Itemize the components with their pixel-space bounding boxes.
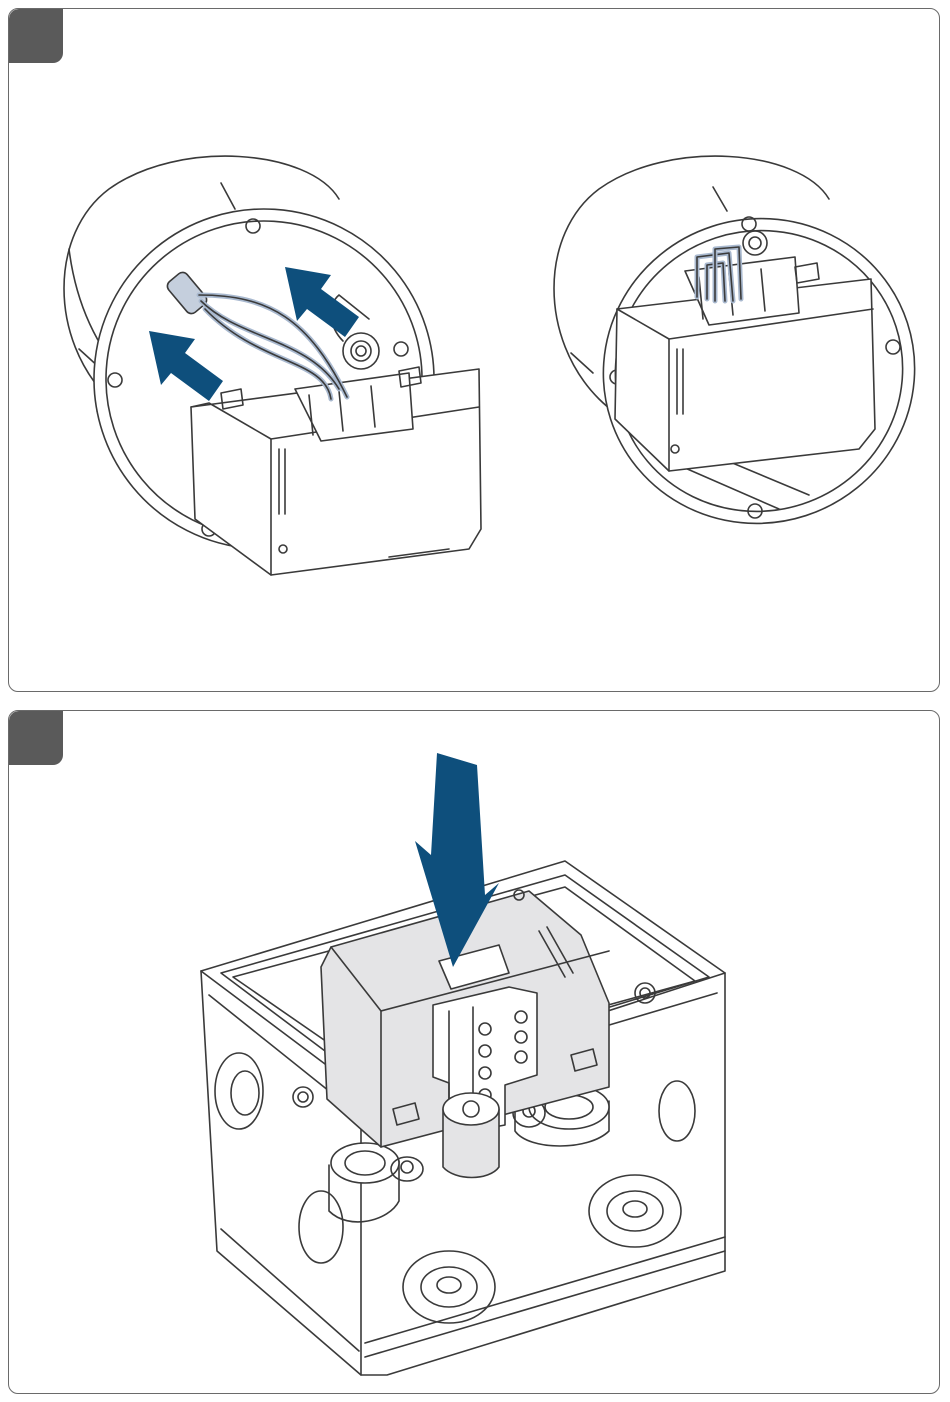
step-2-panel [8, 710, 940, 1394]
step-1-illustration [9, 9, 940, 692]
step-1-panel [8, 8, 940, 692]
step-2-illustration [9, 711, 940, 1394]
